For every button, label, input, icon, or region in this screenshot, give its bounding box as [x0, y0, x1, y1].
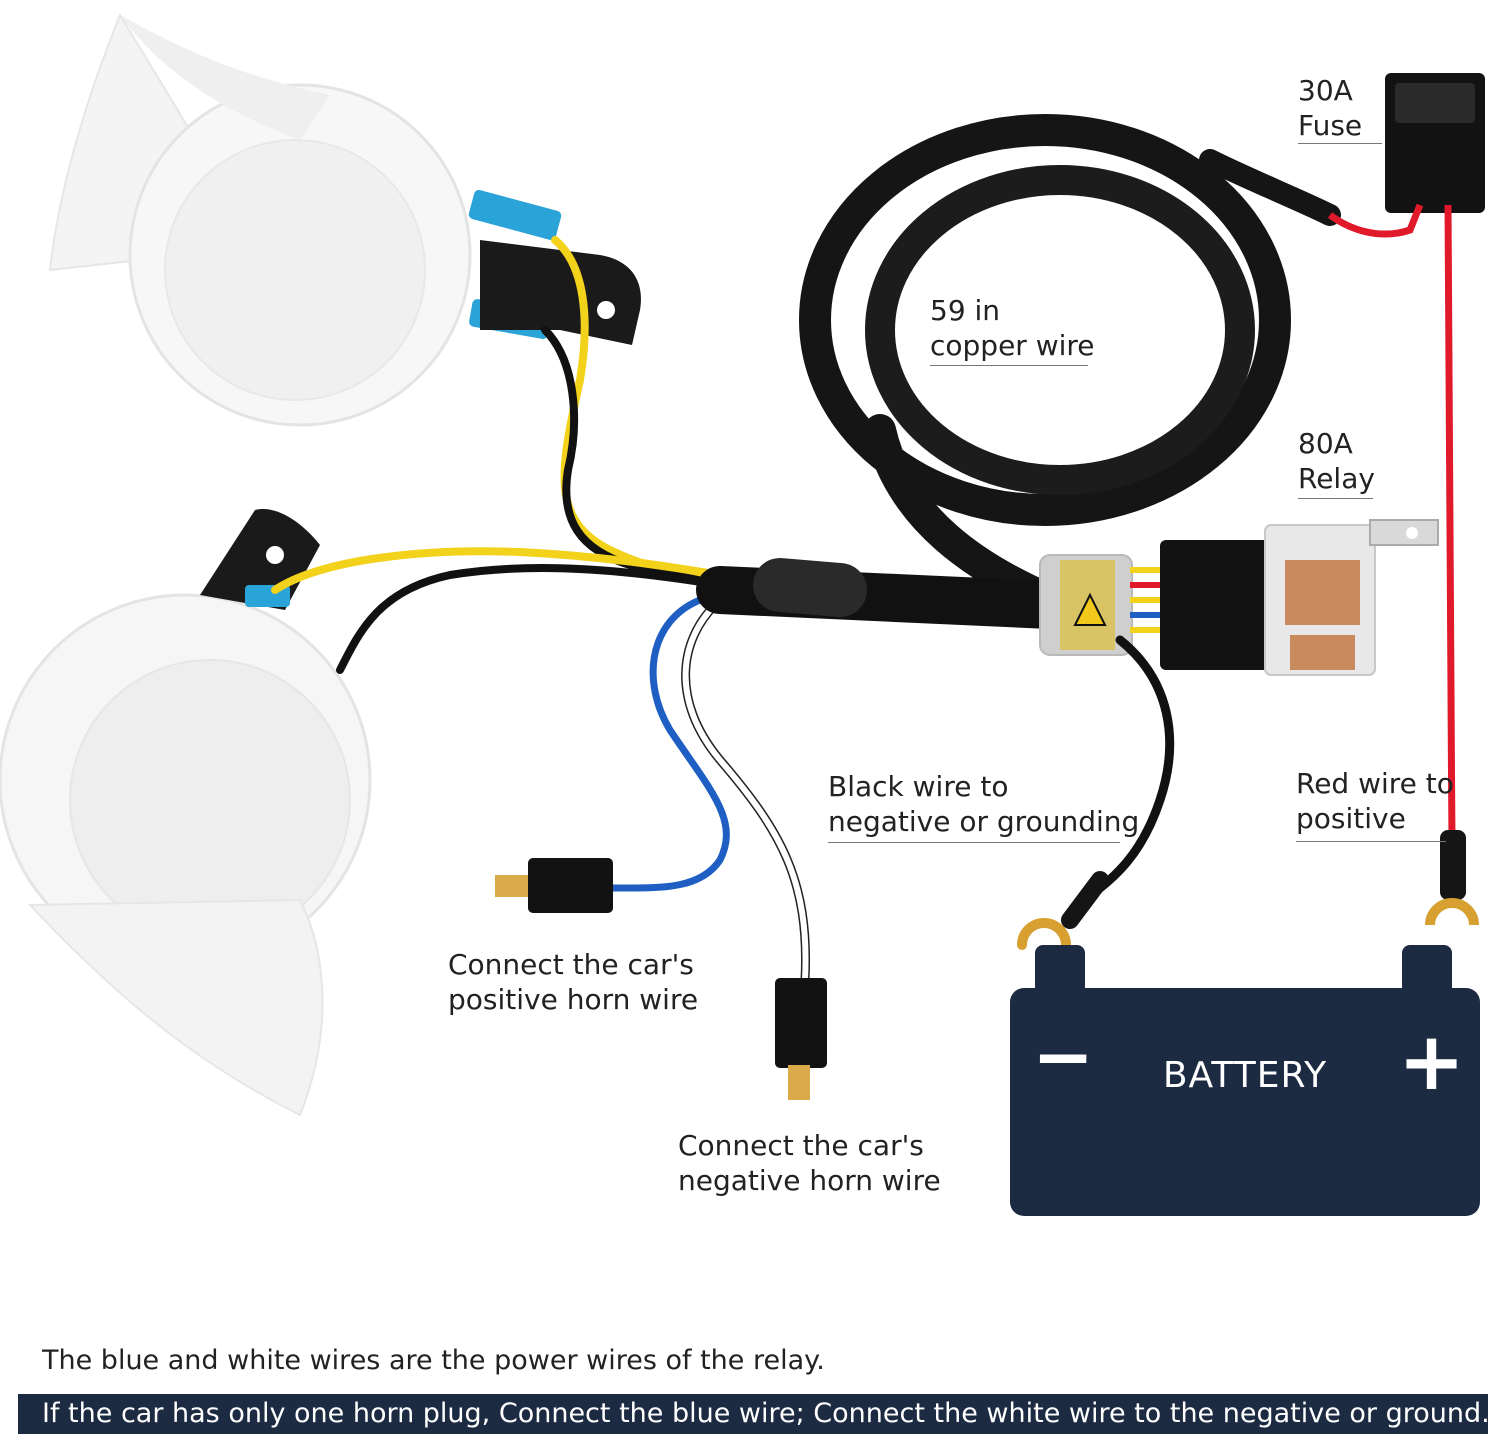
- relay: [1039, 519, 1439, 676]
- ground-wire: [1017, 635, 1175, 950]
- black-wire-label: Black wire to negative or grounding: [828, 769, 1139, 843]
- plus-sign: +: [1398, 1015, 1466, 1108]
- fuse-holder: [1327, 73, 1485, 926]
- battery: [1010, 945, 1480, 1216]
- positive-horn-plug: [495, 858, 613, 913]
- upper-horn: [48, 12, 641, 427]
- note-relay-power-wires: The blue and white wires are the power w…: [42, 1345, 825, 1376]
- relay-label: 80A Relay: [1298, 426, 1375, 499]
- horn-wires: [271, 236, 724, 674]
- fuse-label: 30A Fuse: [1298, 73, 1382, 144]
- lower-horn: [0, 509, 372, 1117]
- wire-length-label: 59 in copper wire: [930, 293, 1095, 366]
- relay-power-wires: [608, 596, 811, 985]
- wire-loom: [696, 114, 1341, 629]
- negative-horn-label: Connect the car's negative horn wire: [678, 1129, 941, 1197]
- note-single-horn-plug: If the car has only one horn plug, Conne…: [18, 1394, 1488, 1434]
- red-wire-label: Red wire to positive: [1296, 766, 1454, 842]
- minus-sign: −: [1032, 1014, 1095, 1100]
- battery-label: BATTERY: [1162, 1055, 1328, 1096]
- positive-horn-label: Connect the car's positive horn wire: [448, 948, 699, 1016]
- negative-horn-plug: [775, 978, 827, 1100]
